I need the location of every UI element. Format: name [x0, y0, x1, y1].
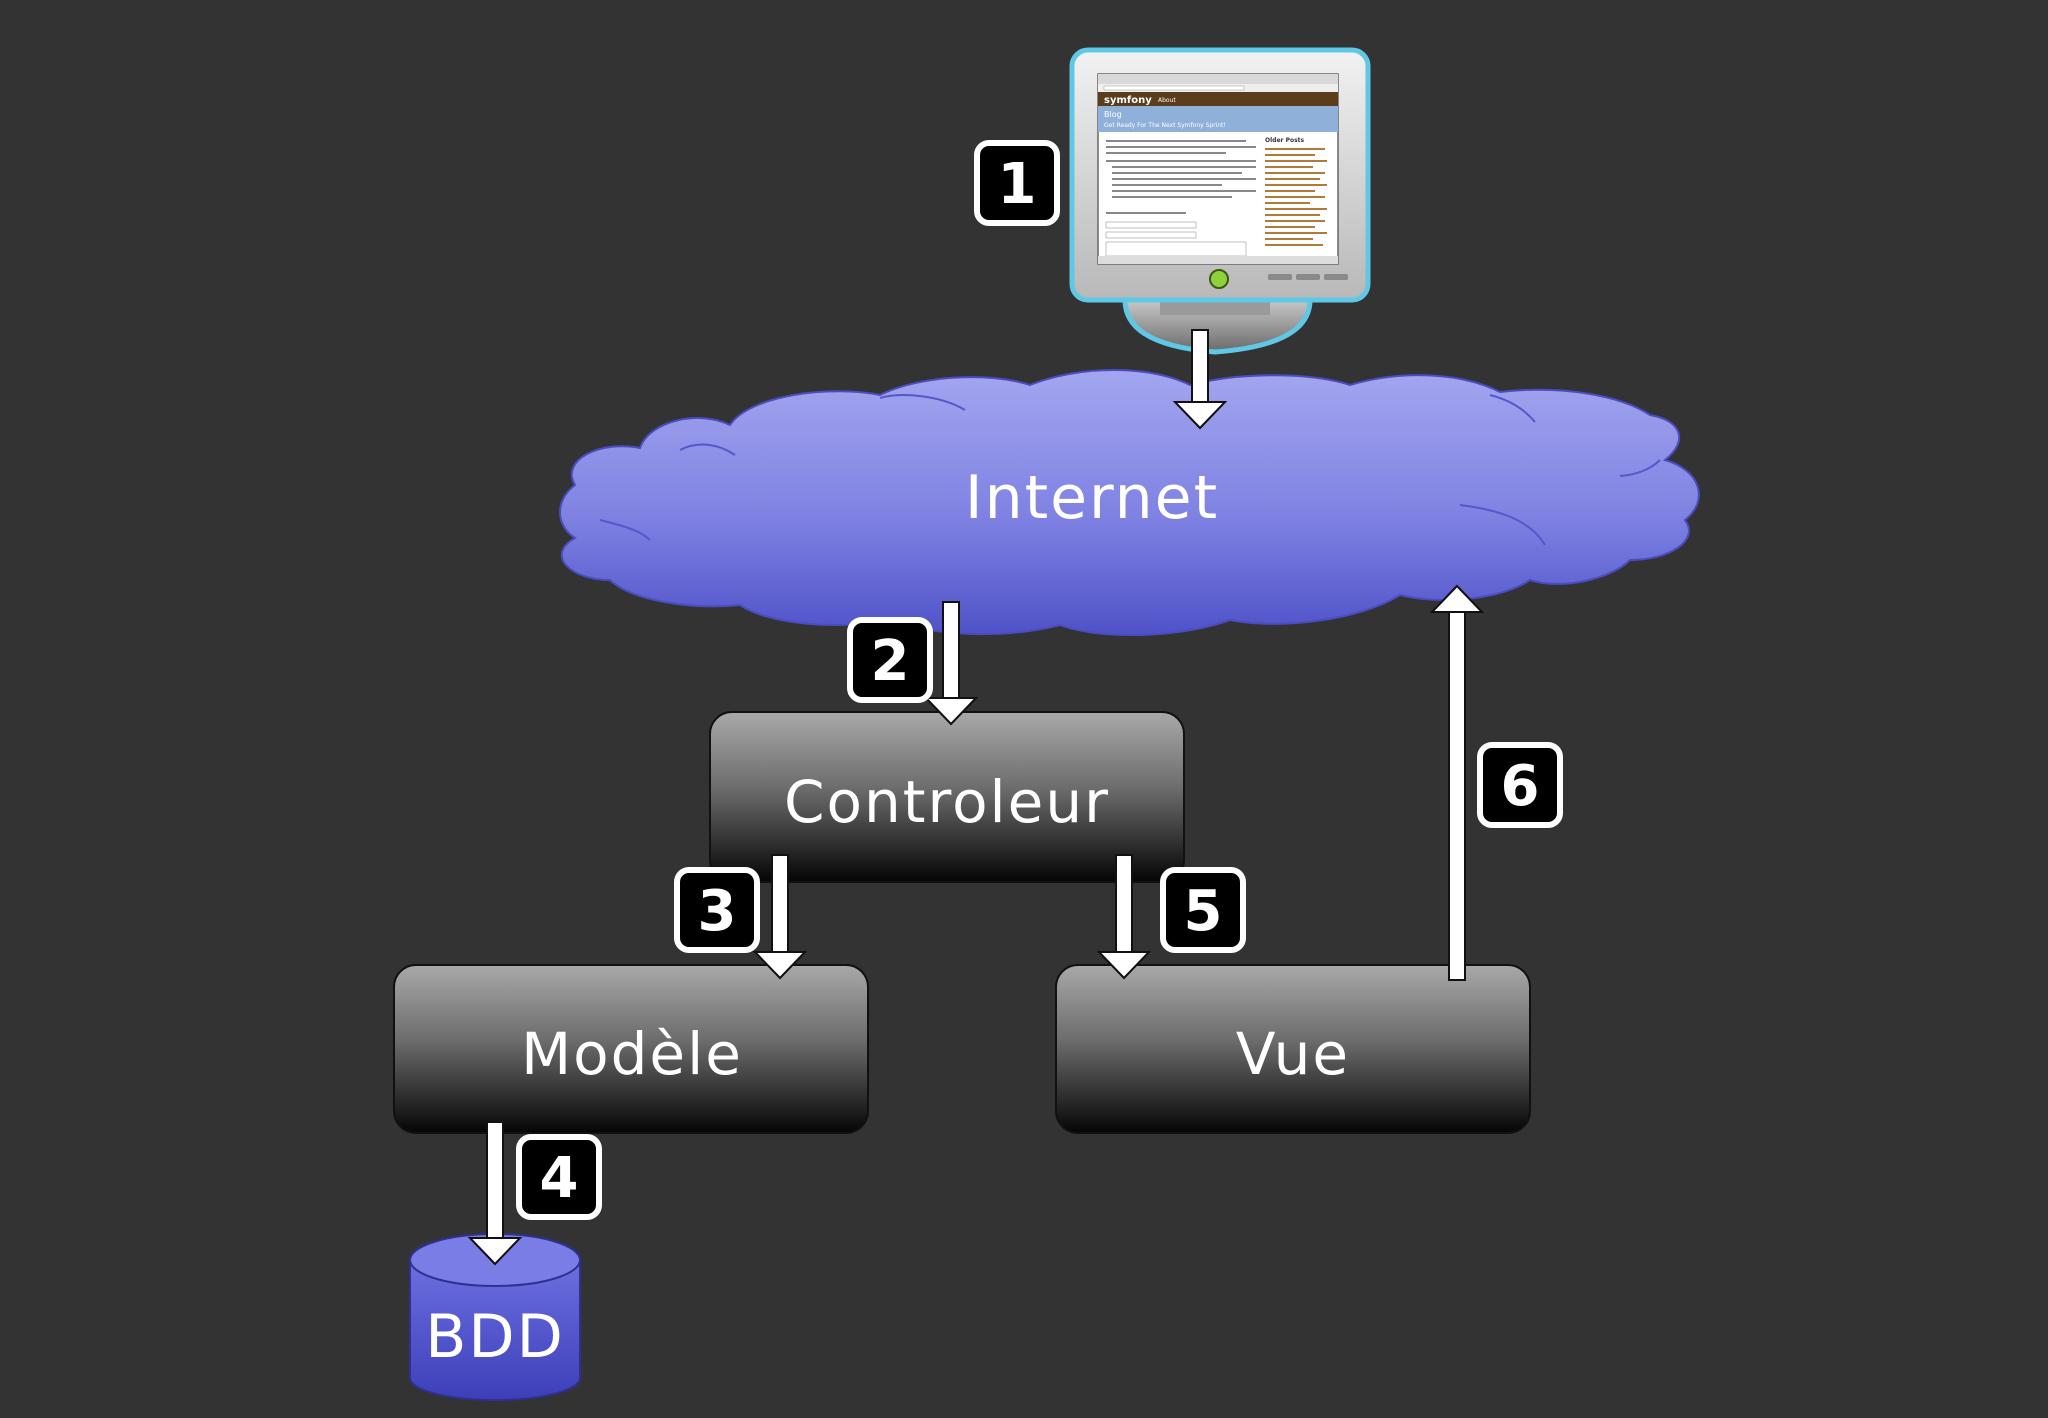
- arrow-6-up: [1429, 584, 1485, 981]
- svg-text:1: 1: [998, 152, 1037, 217]
- screen-sidebar-title: Older Posts: [1265, 137, 1305, 144]
- arrow-5-down: [1096, 854, 1152, 980]
- screen-article-lines: [1105, 140, 1256, 257]
- client-computer: symfony About Blog Get Ready For The Nex…: [1069, 47, 1371, 355]
- svg-text:6: 6: [1501, 754, 1540, 819]
- arrow-1-down: [1172, 329, 1228, 430]
- view-box: Vue: [1055, 964, 1531, 1134]
- step-badge-5: 5: [1160, 867, 1246, 953]
- svg-text:5: 5: [1184, 879, 1223, 944]
- database-label: BDD: [425, 1302, 565, 1372]
- screen-sidebar-links: [1265, 148, 1327, 246]
- arrow-2-down: [923, 601, 979, 726]
- step-badge-3: 3: [674, 867, 760, 953]
- step-badge-2: 2: [847, 617, 933, 703]
- monitor-control: [1324, 274, 1348, 280]
- model-label: Modèle: [521, 1020, 743, 1088]
- internet-label: Internet: [965, 463, 1219, 533]
- cloud-shape: [559, 369, 1700, 636]
- step-badge-6: 6: [1477, 742, 1563, 828]
- power-button: [1209, 269, 1229, 289]
- database-cylinder: BDD: [409, 1233, 581, 1401]
- model-box: Modèle: [393, 964, 869, 1134]
- arrow-4-down: [467, 1121, 523, 1266]
- screen-header-title: Blog: [1104, 110, 1122, 119]
- svg-text:3: 3: [698, 879, 737, 944]
- step-badge-4: 4: [516, 1134, 602, 1220]
- internet-cloud: Internet: [559, 369, 1700, 636]
- controller-label: Controleur: [784, 768, 1110, 836]
- monitor-screen: symfony About Blog Get Ready For The Nex…: [1097, 73, 1339, 265]
- view-label: Vue: [1236, 1020, 1350, 1088]
- svg-text:2: 2: [871, 629, 910, 694]
- controller-box: Controleur: [709, 711, 1185, 883]
- screen-header-subtitle: Get Ready For The Next Symfony Sprint!: [1104, 122, 1226, 129]
- screen-brand: symfony: [1104, 95, 1152, 106]
- monitor-control: [1296, 274, 1320, 280]
- screen-nav: About: [1158, 97, 1176, 104]
- svg-text:4: 4: [540, 1146, 579, 1211]
- arrow-3-down: [752, 854, 808, 980]
- step-badge-1: 1: [974, 140, 1060, 226]
- monitor-control: [1268, 274, 1292, 280]
